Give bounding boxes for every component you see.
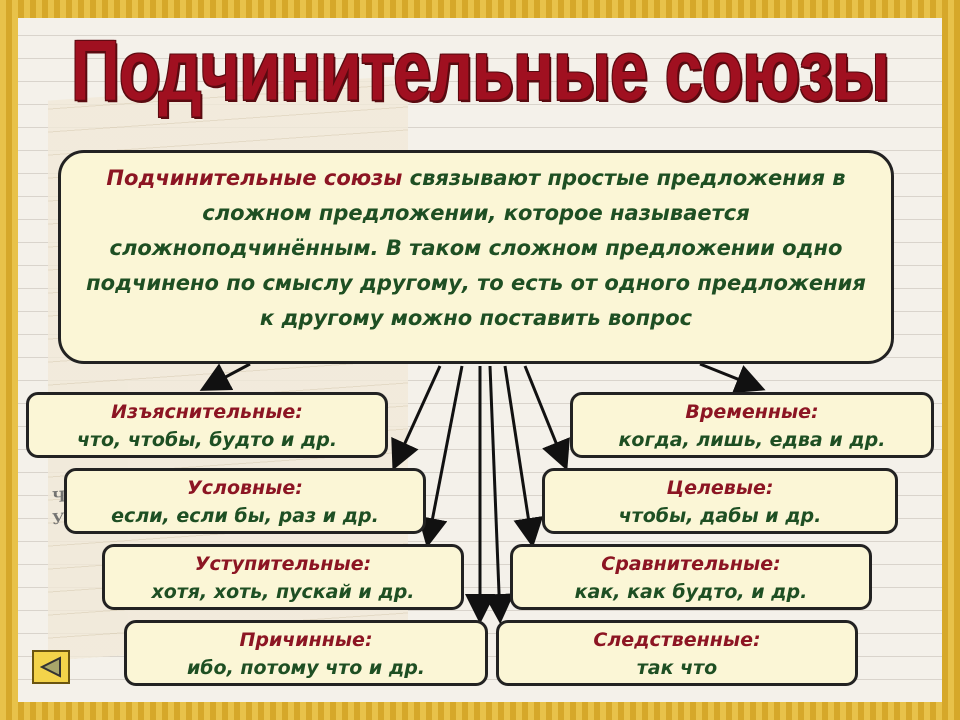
arrow-to-purpose	[523, 365, 570, 471]
back-button[interactable]	[32, 650, 70, 684]
category-explanatory: Изъяснительные: что, чтобы, будто и др.	[26, 392, 388, 458]
page-title: Подчинительные союзы	[70, 23, 890, 119]
category-name: Уступительные:	[194, 553, 372, 575]
category-name: Изъяснительные:	[111, 401, 303, 423]
category-examples: ибо, потому что и др.	[186, 657, 426, 679]
category-examples: так что	[636, 657, 718, 679]
category-name: Временные:	[685, 401, 819, 423]
category-name: Следственные:	[593, 629, 761, 651]
definition-box: Подчинительные союзы связывают простые п…	[58, 150, 894, 364]
category-examples: хотя, хоть, пускай и др.	[151, 581, 415, 603]
definition-lead: Подчинительные союзы	[106, 166, 403, 190]
arrow-to-consequential	[484, 365, 515, 624]
category-purpose: Целевые: чтобы, дабы и др.	[542, 468, 898, 534]
category-conditional: Условные: если, если бы, раз и др.	[64, 468, 426, 534]
arrow-to-explanatory	[199, 362, 251, 391]
category-examples: когда, лишь, едва и др.	[618, 429, 886, 451]
category-examples: если, если бы, раз и др.	[111, 505, 379, 527]
category-name: Целевые:	[666, 477, 774, 499]
category-examples: что, чтобы, будто и др.	[76, 429, 338, 451]
category-name: Причинные:	[239, 629, 373, 651]
category-name: Сравнительные:	[601, 553, 781, 575]
category-comparative: Сравнительные: как, как будто, и др.	[510, 544, 872, 610]
arrow-to-temporal	[699, 362, 766, 394]
category-examples: чтобы, дабы и др.	[618, 505, 822, 527]
arrow-to-conditional	[391, 365, 442, 471]
definition-text: связывают простые предложения в сложном …	[86, 166, 866, 330]
arrow-to-concessive	[417, 365, 464, 548]
category-causal: Причинные: ибо, потому что и др.	[124, 620, 488, 686]
category-name: Условные:	[187, 477, 303, 499]
triangle-left-icon	[40, 656, 61, 678]
category-concessive: Уступительные: хотя, хоть, пускай и др.	[102, 544, 464, 610]
category-examples: как, как будто, и др.	[574, 581, 808, 603]
arrow-to-comparative	[503, 365, 544, 548]
category-temporal: Временные: когда, лишь, едва и др.	[570, 392, 934, 458]
category-consequential: Следственные: так что	[496, 620, 858, 686]
